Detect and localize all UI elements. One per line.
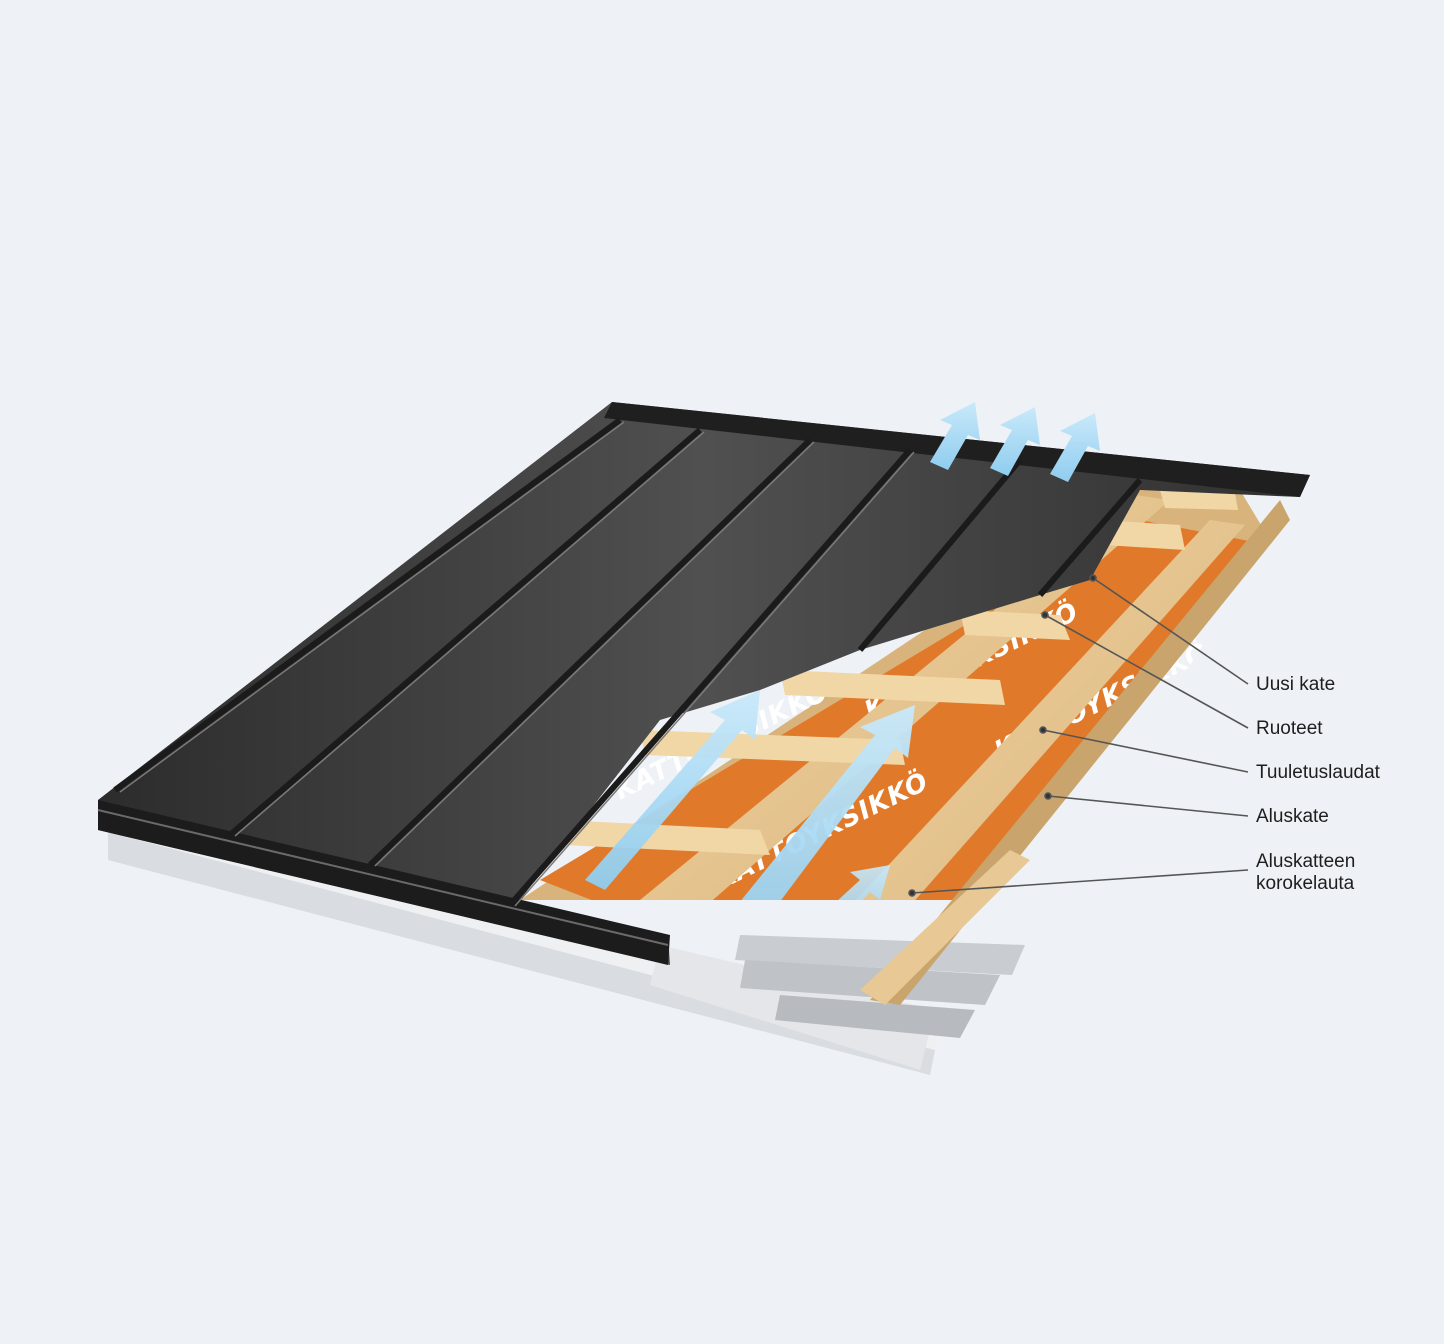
- counter-batten-1: [640, 495, 1170, 900]
- seam-4: [507, 448, 913, 907]
- batten-1: [560, 820, 770, 855]
- roof-sheet: [97, 402, 1310, 965]
- label-tuuletuslaudat: Tuuletuslaudat: [1256, 762, 1380, 783]
- label-ruoteet: Ruoteet: [1256, 718, 1323, 739]
- seam-6: [1037, 478, 1143, 597]
- airflow-arrow-top-2: [990, 407, 1040, 476]
- seam-3: [367, 437, 813, 868]
- batten-5: [1100, 520, 1185, 550]
- seam-1: [113, 417, 622, 793]
- airflow-arrow-top-3: [1050, 413, 1100, 482]
- seam-5: [857, 458, 1023, 652]
- label-aluskate: Aluskate: [1256, 806, 1329, 827]
- label-aluskatteen-korokelauta: Aluskatteen korokelauta: [1256, 851, 1356, 894]
- rafter-edge: [860, 500, 1290, 1005]
- airflow-arrow-inner-3: [800, 865, 890, 900]
- airflow-arrow-inner-1: [585, 690, 760, 890]
- batten-6: [1160, 490, 1238, 510]
- label-uusi-kate: Uusi kate: [1256, 674, 1336, 695]
- seam-2: [228, 427, 702, 838]
- counter-batten-2: [800, 520, 1245, 900]
- airflow-arrow-inner-2: [705, 705, 915, 900]
- cutaway-layers: KATTOYKSIKKÖ KATTOYKSIKKÖ KATTOYKSIKKÖ K…: [520, 480, 1270, 900]
- airflow-arrows-top: [930, 402, 1100, 482]
- airflow-arrow-top-1: [930, 402, 980, 470]
- batten-3: [780, 670, 1005, 705]
- callout-lines: [908, 574, 1249, 897]
